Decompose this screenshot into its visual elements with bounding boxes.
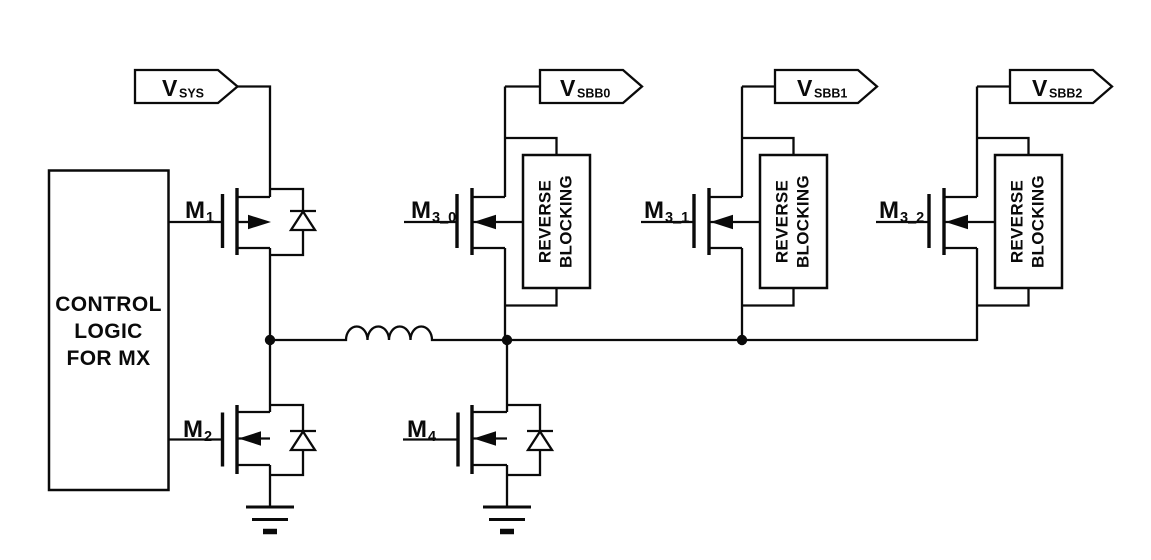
m3_2-body-arrow-icon	[945, 214, 968, 230]
ground-icon-m4	[483, 505, 531, 535]
rb-box-outline-0	[521, 153, 592, 290]
m3_0-label-sub: 3_0	[432, 210, 456, 226]
control-logic-text-line1: CONTROL	[55, 293, 162, 316]
m1-diode-top-wire	[270, 187, 305, 211]
vsbb0-label-sub: SBB0	[577, 87, 610, 101]
output-stage-sbb0: V SBB0 REVERSE BLOCKING M 3_0	[404, 68, 644, 340]
vsbb2-label: V	[1032, 75, 1048, 101]
vsys-flag-shape	[133, 68, 240, 105]
control-logic-outline	[47, 169, 170, 492]
vsbb0-label: V	[560, 75, 576, 101]
m1-body-diode-icon	[270, 187, 318, 257]
wires-left-leg	[237, 85, 272, 507]
rb-bottom-lead-0	[505, 288, 558, 307]
control-logic-box: CONTROL LOGIC FOR MX	[47, 169, 170, 492]
vsbb1-label: V	[797, 75, 813, 101]
m3_1-body-arrow-icon	[710, 214, 733, 230]
net-flag-vsbb2: V SBB2	[1008, 68, 1114, 105]
m1-diode-triangle	[288, 209, 318, 232]
m2-diode-top-wire	[270, 403, 305, 431]
net-flag-vsbb0: V SBB0	[538, 68, 644, 105]
rb-bottom-lead-2	[977, 288, 1030, 307]
m2-diode-bottom-wire	[270, 450, 305, 477]
switch-node-net	[264, 325, 977, 346]
rb-bottom-lead-1	[742, 288, 795, 307]
m2-label-sub: 2	[204, 429, 212, 445]
m1-body-arrow-icon	[248, 214, 271, 230]
m4-body-arrow-icon	[473, 431, 496, 446]
m1-label-sub: 1	[206, 210, 214, 226]
net-flag-vsbb1: V SBB1	[773, 68, 879, 105]
m2-body-diode-icon	[270, 403, 318, 477]
mosfet-m3_0: M 3_0	[404, 188, 523, 255]
vsbb1-label-sub: SBB1	[814, 87, 847, 101]
m1-label: M	[185, 197, 205, 224]
m3_2-label-sub: 3_2	[900, 210, 924, 226]
rb-box-outline-1	[758, 153, 829, 290]
vsys-label: V	[162, 75, 178, 101]
rb-text-line2-1: BLOCKING	[794, 175, 813, 268]
output-stage-sbb2: V SBB2 REVERSE BLOCKING M 3_2	[876, 68, 1114, 341]
reverse-blocking-box-2: REVERSE BLOCKING	[993, 153, 1064, 290]
rb-text-line1-1: REVERSE	[773, 180, 792, 263]
m2-diode-triangle	[288, 429, 318, 452]
rb-text-line1-0: REVERSE	[536, 180, 555, 263]
mosfet-m3_2: M 3_2	[876, 188, 995, 255]
ground-icon-m2	[246, 505, 294, 535]
m4-diode-triangle	[525, 429, 555, 452]
m4-label: M	[407, 416, 427, 443]
rb-top-lead-1	[742, 136, 795, 155]
inductor-icon	[270, 325, 977, 342]
reverse-blocking-box-1: REVERSE BLOCKING	[758, 153, 829, 290]
m2-label: M	[183, 416, 203, 443]
mosfet-m3_1: M 3_1	[641, 188, 760, 255]
m3_0-body-arrow-icon	[473, 214, 496, 230]
rb-text-line2-2: BLOCKING	[1029, 175, 1048, 268]
control-logic-text-line2: LOGIC	[74, 320, 143, 343]
m3_1-label: M	[644, 197, 664, 224]
vsbb2-flag-shape	[1008, 68, 1114, 105]
m3_2-label: M	[879, 197, 899, 224]
mosfet-m4: M 4	[403, 340, 555, 507]
m2-body-arrow-icon	[238, 431, 261, 446]
vsbb2-label-sub: SBB2	[1049, 87, 1082, 101]
wire-vsys-to-m1-drain	[237, 85, 272, 197]
m4-diode-top-wire	[507, 403, 542, 431]
rb-text-line2-0: BLOCKING	[557, 175, 576, 268]
vsbb0-flag-shape	[538, 68, 644, 105]
m4-body-diode-icon	[507, 403, 555, 477]
rb-top-lead-0	[505, 136, 558, 155]
control-logic-text-line3: FOR MX	[66, 347, 150, 370]
m3_1-label-sub: 3_1	[665, 210, 689, 226]
rb-text-line1-2: REVERSE	[1008, 180, 1027, 263]
reverse-blocking-box-0: REVERSE BLOCKING	[521, 153, 592, 290]
rb-box-outline-2	[993, 153, 1064, 290]
m4-label-sub: 4	[428, 429, 436, 445]
m4-diode-bottom-wire	[507, 450, 542, 477]
rb-top-lead-2	[977, 136, 1030, 155]
m3_0-label: M	[411, 197, 431, 224]
net-flag-vsys: V SYS	[133, 68, 240, 105]
junction-dot	[264, 334, 276, 346]
m1-diode-bottom-wire	[270, 230, 305, 257]
vsys-label-sub: SYS	[179, 87, 204, 101]
vsbb1-flag-shape	[773, 68, 879, 105]
output-stage-sbb1: V SBB1 REVERSE BLOCKING M 3_1	[641, 68, 879, 340]
mosfet-m1: M 1	[168, 187, 318, 257]
mosfet-m2: M 2	[168, 403, 318, 477]
